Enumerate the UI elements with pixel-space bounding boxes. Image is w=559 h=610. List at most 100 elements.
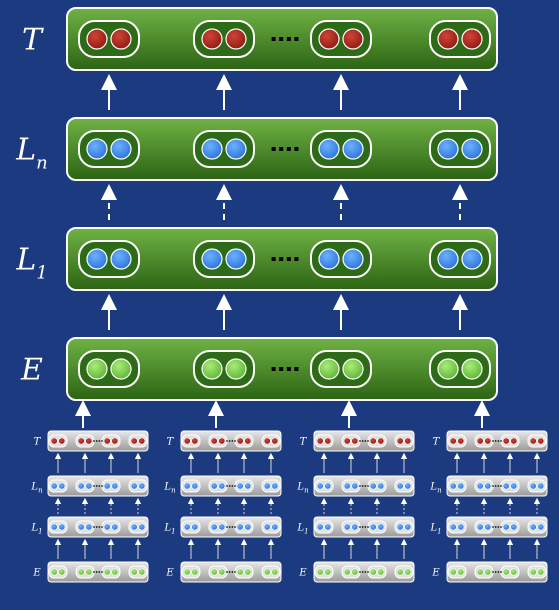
mini2-neuron-Ln-0b [324,482,332,490]
mini3-neuron-L1-2b [510,523,518,531]
mini0-neuron-E-0a [50,568,58,576]
mini1-neuron-L1-1a [210,523,218,531]
mini3-layer-label-T: T [433,437,441,448]
mini1-neuron-T-1a [210,437,218,445]
main-layer-E: E [20,337,498,401]
mini3-neuron-pair-E-2 [500,565,520,579]
mini0-layer-L1: L1 [30,516,149,538]
main-neuron-pair-Ln-3 [429,130,491,168]
mini1-neuron-pair-Ln-2 [234,479,254,493]
mini3-neuron-Ln-0b [457,482,465,490]
main-neuron-L1-3a [437,248,459,270]
mini3-neuron-T-3b [537,437,545,445]
mini2-neuron-T-0a [316,437,324,445]
mini2-neuron-L1-3b [404,523,412,531]
mini1-neuron-T-3a [263,437,271,445]
mini1-neuron-L1-2b [244,523,252,531]
main-ellipsis-Ln [271,147,299,151]
mini3-neuron-L1-0b [457,523,465,531]
mini1-neuron-Ln-2b [244,482,252,490]
main-layer-label-E: E [20,353,43,388]
main-neuron-T-0b [110,28,132,50]
mini1-ellipsis-Ln [226,485,236,487]
mini2-layer-label-E: E [298,568,307,579]
mini1-neuron-E-2b [244,568,252,576]
mini2-neuron-pair-T-2 [367,434,387,448]
mini2-neuron-L1-0b [324,523,332,531]
mini1-neuron-E-0b [191,568,199,576]
mini0-neuron-L1-3a [130,523,138,531]
main-neuron-E-2b [342,358,364,380]
mini0-neuron-Ln-0b [58,482,66,490]
mini0-neuron-pair-E-3 [128,565,148,579]
main-neuron-T-3a [437,28,459,50]
main-neuron-pair-L1-2 [310,240,372,278]
main-neuron-pair-E-0 [78,350,140,388]
main-layer-label-Ln: Ln [15,133,48,174]
main-neuron-Ln-1b [225,138,247,160]
mini2-neuron-pair-T-1 [341,434,361,448]
main-neuron-pair-E-3 [429,350,491,388]
mini1-neuron-L1-0a [183,523,191,531]
mini3-neuron-E-3b [537,568,545,576]
mini0-neuron-T-1b [85,437,93,445]
mini1-neuron-T-3b [271,437,279,445]
mini1-neuron-pair-T-2 [234,434,254,448]
mini0-neuron-pair-E-1 [75,565,95,579]
mini3-neuron-pair-L1-2 [500,520,520,534]
mini1-ellipsis-T [226,440,236,442]
main-neuron-L1-0b [110,248,132,270]
main-neuron-T-2b [342,28,364,50]
mini2-neuron-L1-1a [343,523,351,531]
main-neuron-pair-E-1 [193,350,255,388]
mini3-layer-T: T [433,430,548,452]
mini0-ellipsis-Ln [93,485,103,487]
main-neuron-pair-L1-0 [78,240,140,278]
mini0-layer-box-T [47,430,149,452]
mini1-layer-L1: L1 [163,516,282,538]
mini0-layer-box-E [47,561,149,583]
main-neuron-pair-L1-1 [193,240,255,278]
mini3-layer-box-L1 [446,516,548,538]
mini2-neuron-T-3b [404,437,412,445]
main-neuron-pair-T-2 [310,20,372,58]
main-neuron-Ln-0a [86,138,108,160]
mini0-layer-label-T: T [34,437,42,448]
mini1-neuron-pair-T-1 [208,434,228,448]
mini3-neuron-pair-Ln-3 [527,479,547,493]
mini0-neuron-L1-3b [138,523,146,531]
mini1-layer-label-Ln: Ln [163,482,176,495]
mini0-layer-label-Ln: Ln [30,482,43,495]
mini1-layer-label-L1: L1 [163,523,175,536]
mini2-neuron-T-2a [369,437,377,445]
mini3-neuron-pair-L1-1 [474,520,494,534]
mini3-neuron-T-0a [449,437,457,445]
mini2-neuron-Ln-3b [404,482,412,490]
main-ellipsis-E [271,367,299,371]
mini3-neuron-E-1b [484,568,492,576]
mini1-neuron-pair-Ln-0 [181,479,201,493]
mini1-layer-box-L1 [180,516,282,538]
mini0-neuron-T-3b [138,437,146,445]
mini3-ellipsis-Ln [492,485,502,487]
mini3-neuron-L1-2a [502,523,510,531]
mini2-neuron-Ln-2a [369,482,377,490]
main-neuron-pair-L1-3 [429,240,491,278]
mini2-neuron-E-0b [324,568,332,576]
mini1-neuron-pair-E-2 [234,565,254,579]
mini0-neuron-T-2b [111,437,119,445]
mini1-neuron-pair-Ln-1 [208,479,228,493]
mini0-neuron-Ln-0a [50,482,58,490]
mini1-neuron-pair-L1-0 [181,520,201,534]
mini0-neuron-L1-2b [111,523,119,531]
mini2-neuron-T-1a [343,437,351,445]
mini1-neuron-pair-E-3 [261,565,281,579]
mini3-neuron-pair-E-3 [527,565,547,579]
mini1-neuron-Ln-1b [218,482,226,490]
mini3-neuron-L1-3b [537,523,545,531]
mini0-neuron-pair-T-0 [48,434,68,448]
mini2-neuron-E-0a [316,568,324,576]
mini0-neuron-Ln-3a [130,482,138,490]
